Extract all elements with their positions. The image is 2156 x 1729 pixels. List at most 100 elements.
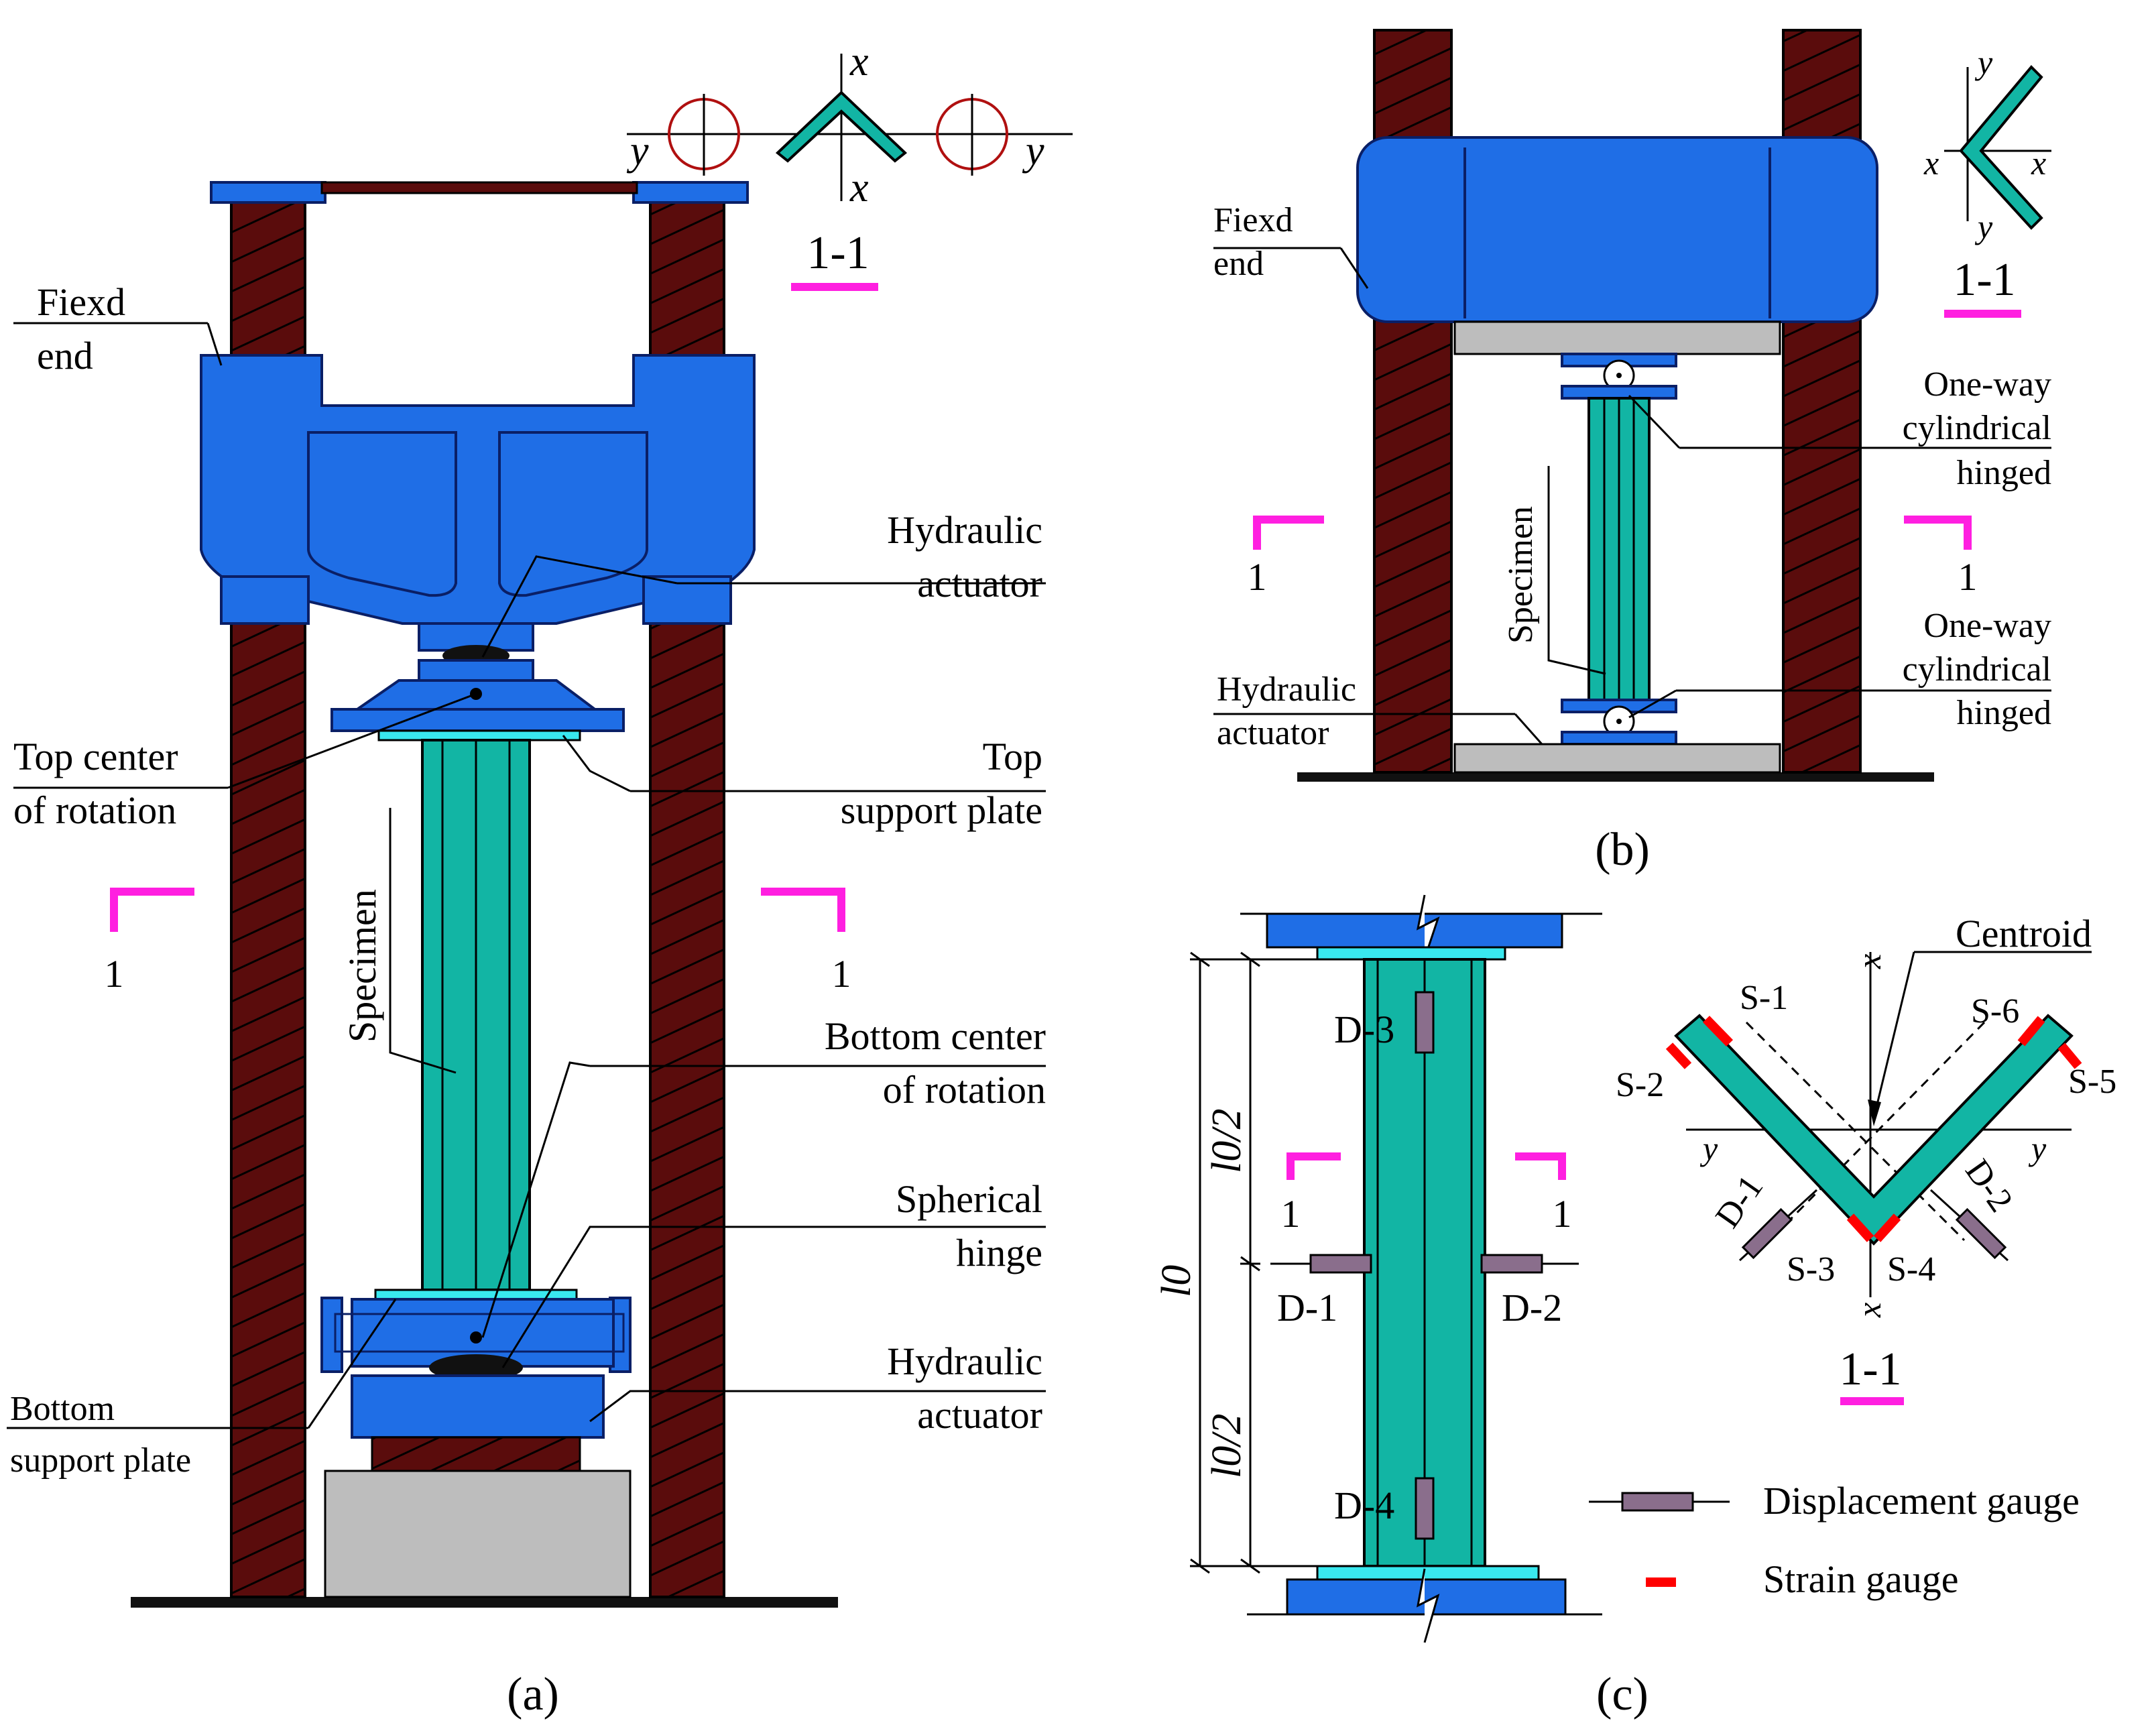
hydraulic-actuator-top-label-1: Hydraulic (887, 508, 1042, 552)
specimen-label-b: Specimen (1502, 506, 1540, 644)
bottom-center-rotation-label-1: Bottom center (825, 1014, 1046, 1058)
caption-b: (b) (1595, 824, 1650, 876)
axis-y-bottom-b: y (1974, 208, 1993, 245)
strain-gauge-s5 (2057, 1042, 2082, 1069)
angle-section-c (1674, 1014, 2074, 1246)
strain-s5-label: S-5 (2068, 1063, 2116, 1101)
angle-section-a (775, 91, 908, 163)
strain-s1-label: S-1 (1740, 979, 1788, 1017)
length-total-label: l0 (1154, 1265, 1199, 1297)
section-mark-right-label-c: 1 (1553, 1192, 1572, 1236)
gauge-d2-label: D-2 (1502, 1286, 1562, 1329)
strain-gauge-s2 (1665, 1042, 1692, 1069)
section-mark-right-c (1515, 1152, 1566, 1180)
actuator-top-plate-a (418, 659, 534, 682)
legend-displacement-label: Displacement gauge (1763, 1479, 2080, 1523)
ground-line-b (1297, 772, 1934, 782)
fixed-end-label-b-2: end (1213, 245, 1264, 283)
section-mark-left-c (1286, 1152, 1341, 1180)
fixed-end-panel-left-a (307, 431, 457, 597)
specimen-label-a: Specimen (341, 889, 384, 1042)
hydraulic-actuator-bottom-label-2: actuator (917, 1393, 1042, 1437)
top-cap-right-a (632, 181, 749, 204)
top-center-rotation-label-2: of rotation (13, 788, 176, 832)
top-head-c (1266, 912, 1563, 949)
section-label-b: 1-1 (1953, 254, 2015, 306)
fixed-end-b (1356, 136, 1878, 323)
section-mark-left-a (110, 888, 194, 932)
section-mark-right-a (761, 888, 845, 932)
section-mark-right-label-a: 1 (832, 952, 851, 996)
strain-gauge-s6 (2017, 1016, 2045, 1047)
gauge-d3 (1415, 959, 1435, 1093)
hydraulic-actuator-label-b-2: actuator (1217, 714, 1329, 752)
bottom-actuator-a (351, 1374, 605, 1439)
axis-y-right-c: y (2028, 1130, 2047, 1167)
gauge-d1 (1270, 1254, 1372, 1274)
axis-x-right-b: x (2031, 144, 2046, 182)
top-center-rotation-label-1: Top center (13, 735, 178, 778)
bottom-bracket-left-a (320, 1297, 343, 1373)
legend-displacement-icon (1589, 1492, 1730, 1512)
bottom-platen-b (1453, 743, 1781, 774)
section-label-c: 1-1 (1839, 1344, 1901, 1395)
section-d1-label: D-1 (1708, 1169, 1771, 1235)
hydraulic-actuator-bottom-label-1: Hydraulic (887, 1339, 1042, 1383)
axis-x-top-c: x (1850, 954, 1888, 969)
panel-b: 1 1 y y x x 1-1 Fiexd end One-way cylind… (1213, 29, 2051, 876)
section-mark-left-b (1253, 516, 1324, 550)
fixed-end-label-b-1: Fiexd (1213, 201, 1293, 239)
hinge-bottom-label-2: cylindrical (1903, 650, 2051, 689)
section-mark-right-b (1904, 516, 1972, 550)
section-mark-left-label-c: 1 (1281, 1192, 1301, 1236)
top-head-plate-a (331, 708, 625, 732)
gauge-d4-label: D-4 (1334, 1484, 1394, 1527)
base-block-a (324, 1470, 632, 1598)
bottom-support-plate-label-1: Bottom (10, 1390, 115, 1428)
strain-s3-label: S-3 (1787, 1250, 1835, 1289)
hinge-top-label-3: hinged (1956, 454, 2051, 492)
top-plate-c (1316, 946, 1506, 961)
top-support-plate-a (377, 729, 581, 741)
axis-x-bottom-a: x (849, 165, 869, 211)
bottom-plate-c (1316, 1565, 1540, 1581)
panel-c: l0 l0/2 l0/2 D-3 D-4 D-1 D-2 1 1 (1154, 894, 2116, 1720)
section-mark-left-label-b: 1 (1248, 555, 1267, 599)
gauge-d4 (1415, 1421, 1435, 1566)
strain-gauge-s1 (1702, 1016, 1734, 1047)
axis-y-left-a: y (626, 128, 649, 174)
hinge-top-label-1: One-way (1923, 365, 2051, 404)
axis-x-left-b: x (1923, 144, 1939, 182)
section-mark-right-label-b: 1 (1958, 555, 1978, 599)
top-support-plate-label-2: support plate (841, 788, 1042, 832)
centroid-label: Centroid (1956, 912, 2092, 955)
hinge-bottom-label-3: hinged (1956, 694, 2051, 732)
fixed-end-panel-right-a (498, 431, 648, 597)
panel-a: 1 1 x x y y 1-1 Fiexd end (7, 39, 1073, 1720)
fixed-end-label-a-1: Fiexd (37, 280, 125, 324)
length-half-top-label: l0/2 (1204, 1109, 1250, 1173)
section-gauge-d2 (1929, 1189, 2009, 1262)
angle-section-b (1959, 65, 2043, 230)
strain-gauge-s4 (1873, 1213, 1901, 1242)
hinge-bottom-label-1: One-way (1923, 607, 2051, 645)
fixed-end-label-a-2: end (37, 334, 93, 377)
axis-y-top-b: y (1974, 44, 1993, 81)
hydraulic-actuator-label-b-1: Hydraulic (1217, 670, 1356, 709)
top-cap-left-a (210, 181, 326, 204)
top-support-plate-label-1: Top (983, 735, 1042, 778)
length-half-bottom-label: l0/2 (1204, 1414, 1250, 1478)
caption-c: (c) (1596, 1669, 1649, 1720)
section-mark-left-label-a: 1 (105, 952, 124, 996)
gauge-d3-label: D-3 (1334, 1008, 1394, 1051)
bottom-center-rotation-label-2: of rotation (883, 1068, 1046, 1112)
gauge-d2 (1480, 1254, 1579, 1274)
hinge-top-label-2: cylindrical (1903, 409, 2051, 447)
bottom-rotation-dot-a (470, 1331, 482, 1344)
spherical-hinge-label-1: Spherical (896, 1177, 1042, 1221)
bottom-support-plate-label-2: support plate (10, 1441, 191, 1480)
spherical-hinge-label-2: hinge (956, 1231, 1042, 1274)
section-gauge-d1 (1738, 1189, 1818, 1262)
strain-s4-label: S-4 (1887, 1250, 1935, 1289)
